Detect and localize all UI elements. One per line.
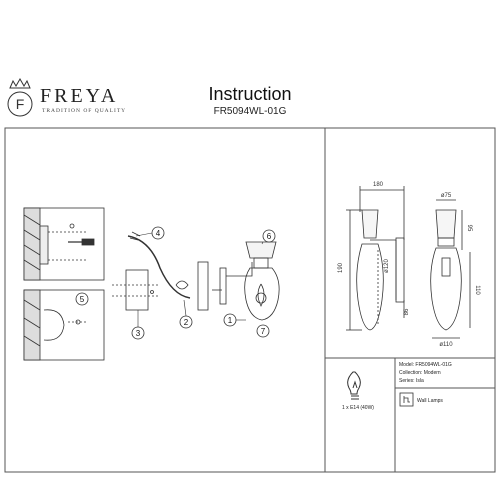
document-model: FR5094WL-01G [213,106,287,117]
outer-frame [4,127,496,473]
dim-shade-top-dia: ø75 [441,193,452,199]
brand-name: FREYA [40,85,119,107]
bracket-wiring-step [112,231,222,311]
bulb-label: 1 x E14 (40W) [342,405,374,411]
callout-7: 7 [261,327,266,336]
callout-2: 2 [184,318,189,327]
model-line: Model: FR5094WL-01G [399,362,452,368]
bulb-icon [347,371,361,400]
series-line: Series: Isla [399,378,424,384]
brand-tagline: TRADITION OF QUALITY [42,108,127,114]
document-title: Instruction [208,84,292,104]
spec-panel-frame [324,357,496,473]
dim-shade-height: 95 [466,225,472,232]
side-view [346,186,405,331]
callout-7-circle [256,324,270,338]
logo-letter: F [16,96,25,112]
shade-fit-step [23,289,105,361]
dim-height: 190 [338,262,344,273]
dim-base: 86 [404,308,410,315]
callout-1: 1 [228,316,233,325]
callout-6: 6 [267,232,272,241]
callout-3: 3 [136,329,141,338]
category-label: Wall Lamps [417,398,443,404]
wall-mount-step [23,207,105,281]
dim-shade-length: 110 [474,285,480,295]
callout-5-circle [75,292,89,306]
wall-lamp-icon [399,392,414,407]
brand-logo: F [4,77,36,120]
dim-bottom-dia: ø110 [439,342,453,348]
dim-width: 180 [373,182,384,188]
callout-4: 4 [156,229,161,238]
front-view [430,199,471,339]
collection-line: Collection: Modern [399,370,441,376]
callout-5: 5 [80,295,85,304]
assembled-lamp [219,241,280,321]
callout-6-circle [262,229,276,243]
dim-shade-dia-mid: ø120 [384,259,390,273]
